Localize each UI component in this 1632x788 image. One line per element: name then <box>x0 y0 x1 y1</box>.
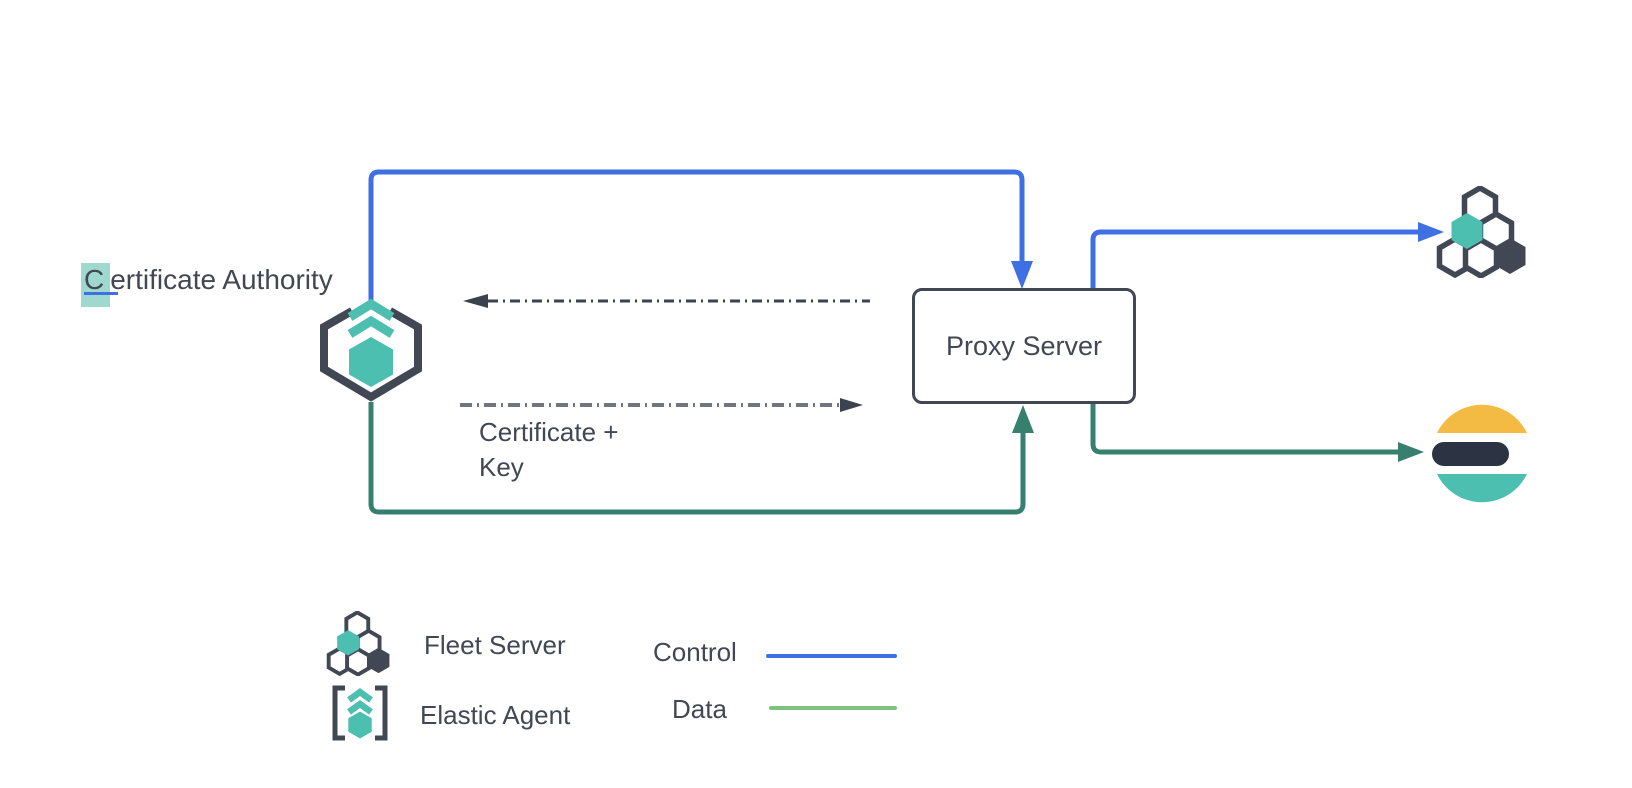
data-line-right[interactable] <box>1090 403 1399 455</box>
data-connector-agent-to-proxy[interactable] <box>368 402 1034 515</box>
agent-chevron-bottom <box>347 699 373 715</box>
arrowhead-left-icon <box>463 294 488 308</box>
annotation-line1: Certificate + <box>479 417 619 447</box>
certificate-authority-label-rest: ertificate Authority <box>110 264 333 295</box>
agent-hexagon <box>349 337 393 387</box>
agent-chevron-top <box>347 299 395 321</box>
arrowhead-right-icon <box>840 398 863 412</box>
elasticsearch-icon <box>1432 404 1527 503</box>
es-bottom-segment <box>1437 474 1527 503</box>
elastic-agent-node[interactable] <box>314 299 428 403</box>
control-line-left[interactable] <box>368 169 1025 302</box>
elasticsearch-node[interactable] <box>1430 402 1530 504</box>
text-cursor-underline <box>84 292 118 295</box>
agent-hex-bracket <box>320 307 422 402</box>
fleet-hex-dark <box>1494 238 1526 274</box>
data-line-left[interactable] <box>368 402 1026 515</box>
control-connector-agent-to-proxy[interactable] <box>368 169 1033 302</box>
legend-fleet-server-item <box>326 611 390 676</box>
legend-control-label: Control <box>653 637 737 667</box>
control-line-right[interactable] <box>1090 229 1419 289</box>
agent-chevron-top <box>347 687 373 703</box>
legend-elastic-agent-item <box>330 684 390 742</box>
proxy-server-label: Proxy Server <box>945 330 1103 361</box>
fleet-server-icon <box>1436 186 1526 278</box>
fleet-server-icon <box>326 611 390 676</box>
proxy-server-node[interactable]: Proxy Server <box>912 288 1136 404</box>
agent-bracket-left <box>332 685 345 741</box>
annotation-line2: Key <box>479 452 524 482</box>
legend-data-line-swatch <box>769 706 897 710</box>
dashed-connector-proxy-to-agent[interactable] <box>463 294 870 308</box>
data-connector-proxy-to-es[interactable] <box>1090 403 1424 462</box>
selected-character: C <box>81 263 111 307</box>
arrowhead-down-icon <box>1011 261 1033 289</box>
legend-control-line-swatch <box>766 654 897 658</box>
arrowhead-up-icon <box>1012 405 1034 433</box>
legend-elastic-agent-label: Elastic Agent <box>420 700 571 730</box>
agent-hexagon <box>348 711 372 739</box>
fleet-hex-dark <box>367 647 390 674</box>
legend-data-label: Data <box>672 694 727 724</box>
arrowhead-right-icon <box>1398 442 1424 462</box>
control-connector-proxy-to-fleet[interactable] <box>1090 222 1444 289</box>
elastic-agent-icon <box>332 685 388 741</box>
fleet-server-node[interactable] <box>1436 186 1526 278</box>
dashed-connector-agent-to-proxy[interactable] <box>460 398 863 412</box>
fleet-hex-teal <box>337 630 360 656</box>
legend-fleet-server-label: Fleet Server <box>424 630 566 660</box>
es-top-segment <box>1437 404 1527 433</box>
certificate-key-annotation[interactable]: Certificate + Key <box>479 415 618 485</box>
agent-chevron-bottom <box>347 315 395 338</box>
agent-bracket-right <box>375 685 388 741</box>
es-middle-bar <box>1432 442 1509 466</box>
elastic-agent-icon <box>320 299 422 402</box>
fleet-hex-teal <box>1451 213 1483 249</box>
